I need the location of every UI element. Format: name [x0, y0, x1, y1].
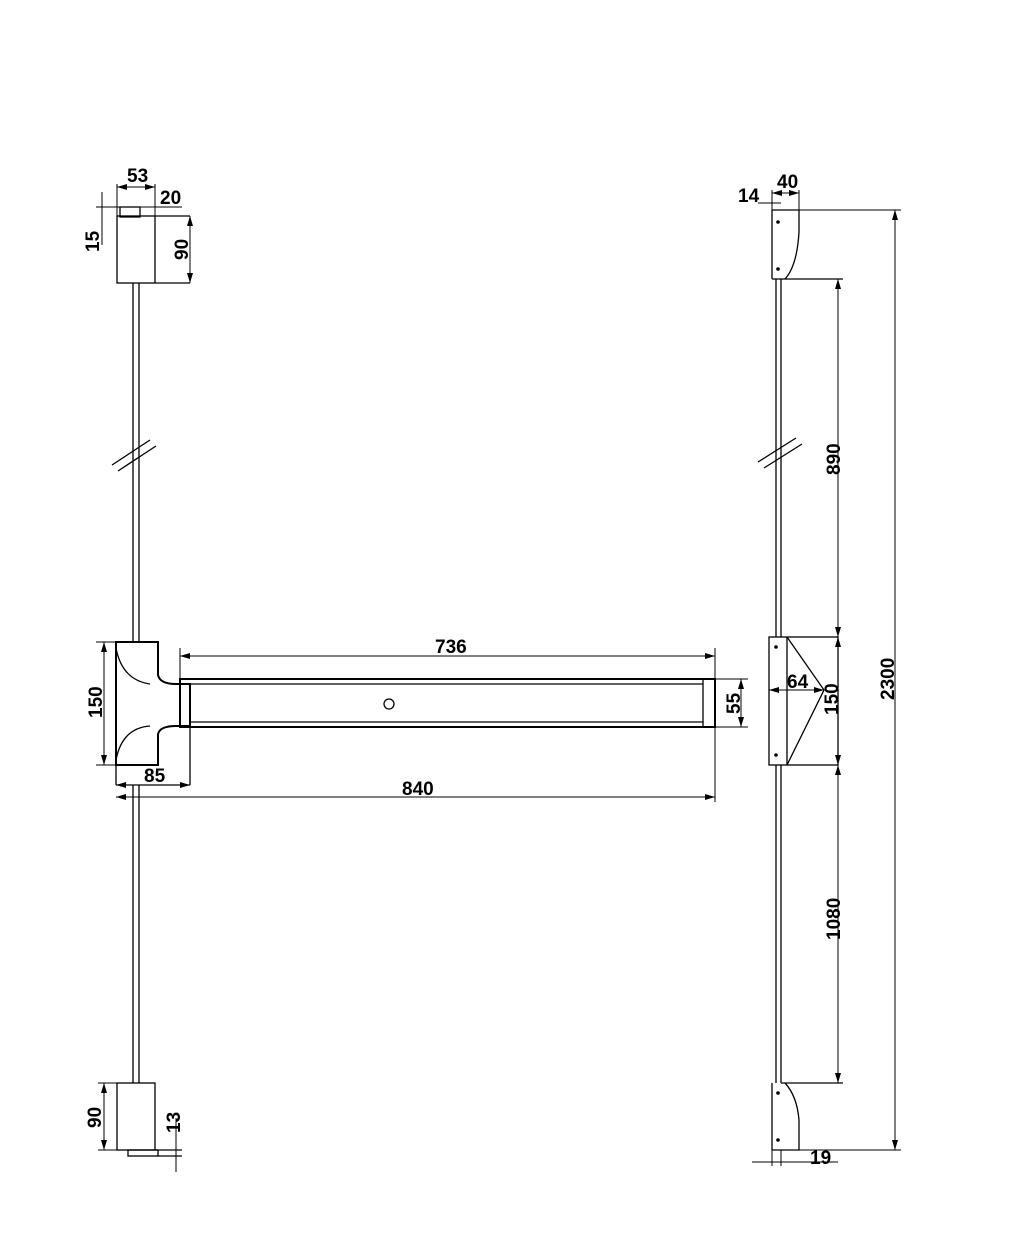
front-bar-dims: 150 736 55 85 840: [86, 637, 748, 802]
front-view: 53 20 15 90: [83, 166, 748, 1172]
dim-bar-length: 736: [435, 637, 467, 658]
housing: [115, 641, 191, 786]
front-bottom-dims: 90 13: [85, 1082, 185, 1172]
dim-upper-rod: 890: [824, 443, 845, 475]
lower-rod: [132, 785, 140, 1083]
push-bar: [179, 678, 716, 728]
dim-lower-rod: 1080: [824, 898, 845, 940]
side-bottom-latch: [771, 1082, 843, 1151]
front-top-dims: 53 20 15 90: [83, 166, 193, 283]
dim-top-latch: 15: [83, 230, 104, 252]
dim-top-height: 90: [172, 239, 193, 260]
dim-bar-depth: 55: [724, 692, 745, 714]
side-dims: 40 14 2300 890 150 64 1080 19: [738, 172, 901, 1169]
top-latch-box: [116, 206, 190, 284]
dim-bottom-height: 90: [85, 1107, 106, 1128]
dim-side-housing-height: 150: [822, 683, 843, 715]
dim-top-offset: 20: [160, 188, 181, 209]
dim-housing-width: 85: [144, 766, 166, 787]
side-rod: [757, 279, 803, 1083]
dim-total-height: 2300: [878, 658, 899, 700]
screw-icon: [383, 698, 395, 710]
dim-side-bottom-offset: 19: [810, 1148, 831, 1169]
bottom-latch-box: [116, 1082, 182, 1157]
dim-bottom-latch: 13: [164, 1112, 185, 1133]
dim-side-top-width: 40: [777, 172, 798, 193]
dim-side-top-offset: 14: [738, 186, 760, 207]
dim-top-width: 53: [127, 166, 148, 187]
dim-housing-height: 150: [86, 686, 107, 718]
dim-total-width: 840: [402, 779, 434, 800]
side-top-latch: [771, 209, 843, 280]
dim-bar-projection: 64: [787, 672, 809, 693]
upper-rod: [111, 283, 157, 642]
side-view: 40 14 2300 890 150 64 1080 19: [738, 172, 901, 1169]
